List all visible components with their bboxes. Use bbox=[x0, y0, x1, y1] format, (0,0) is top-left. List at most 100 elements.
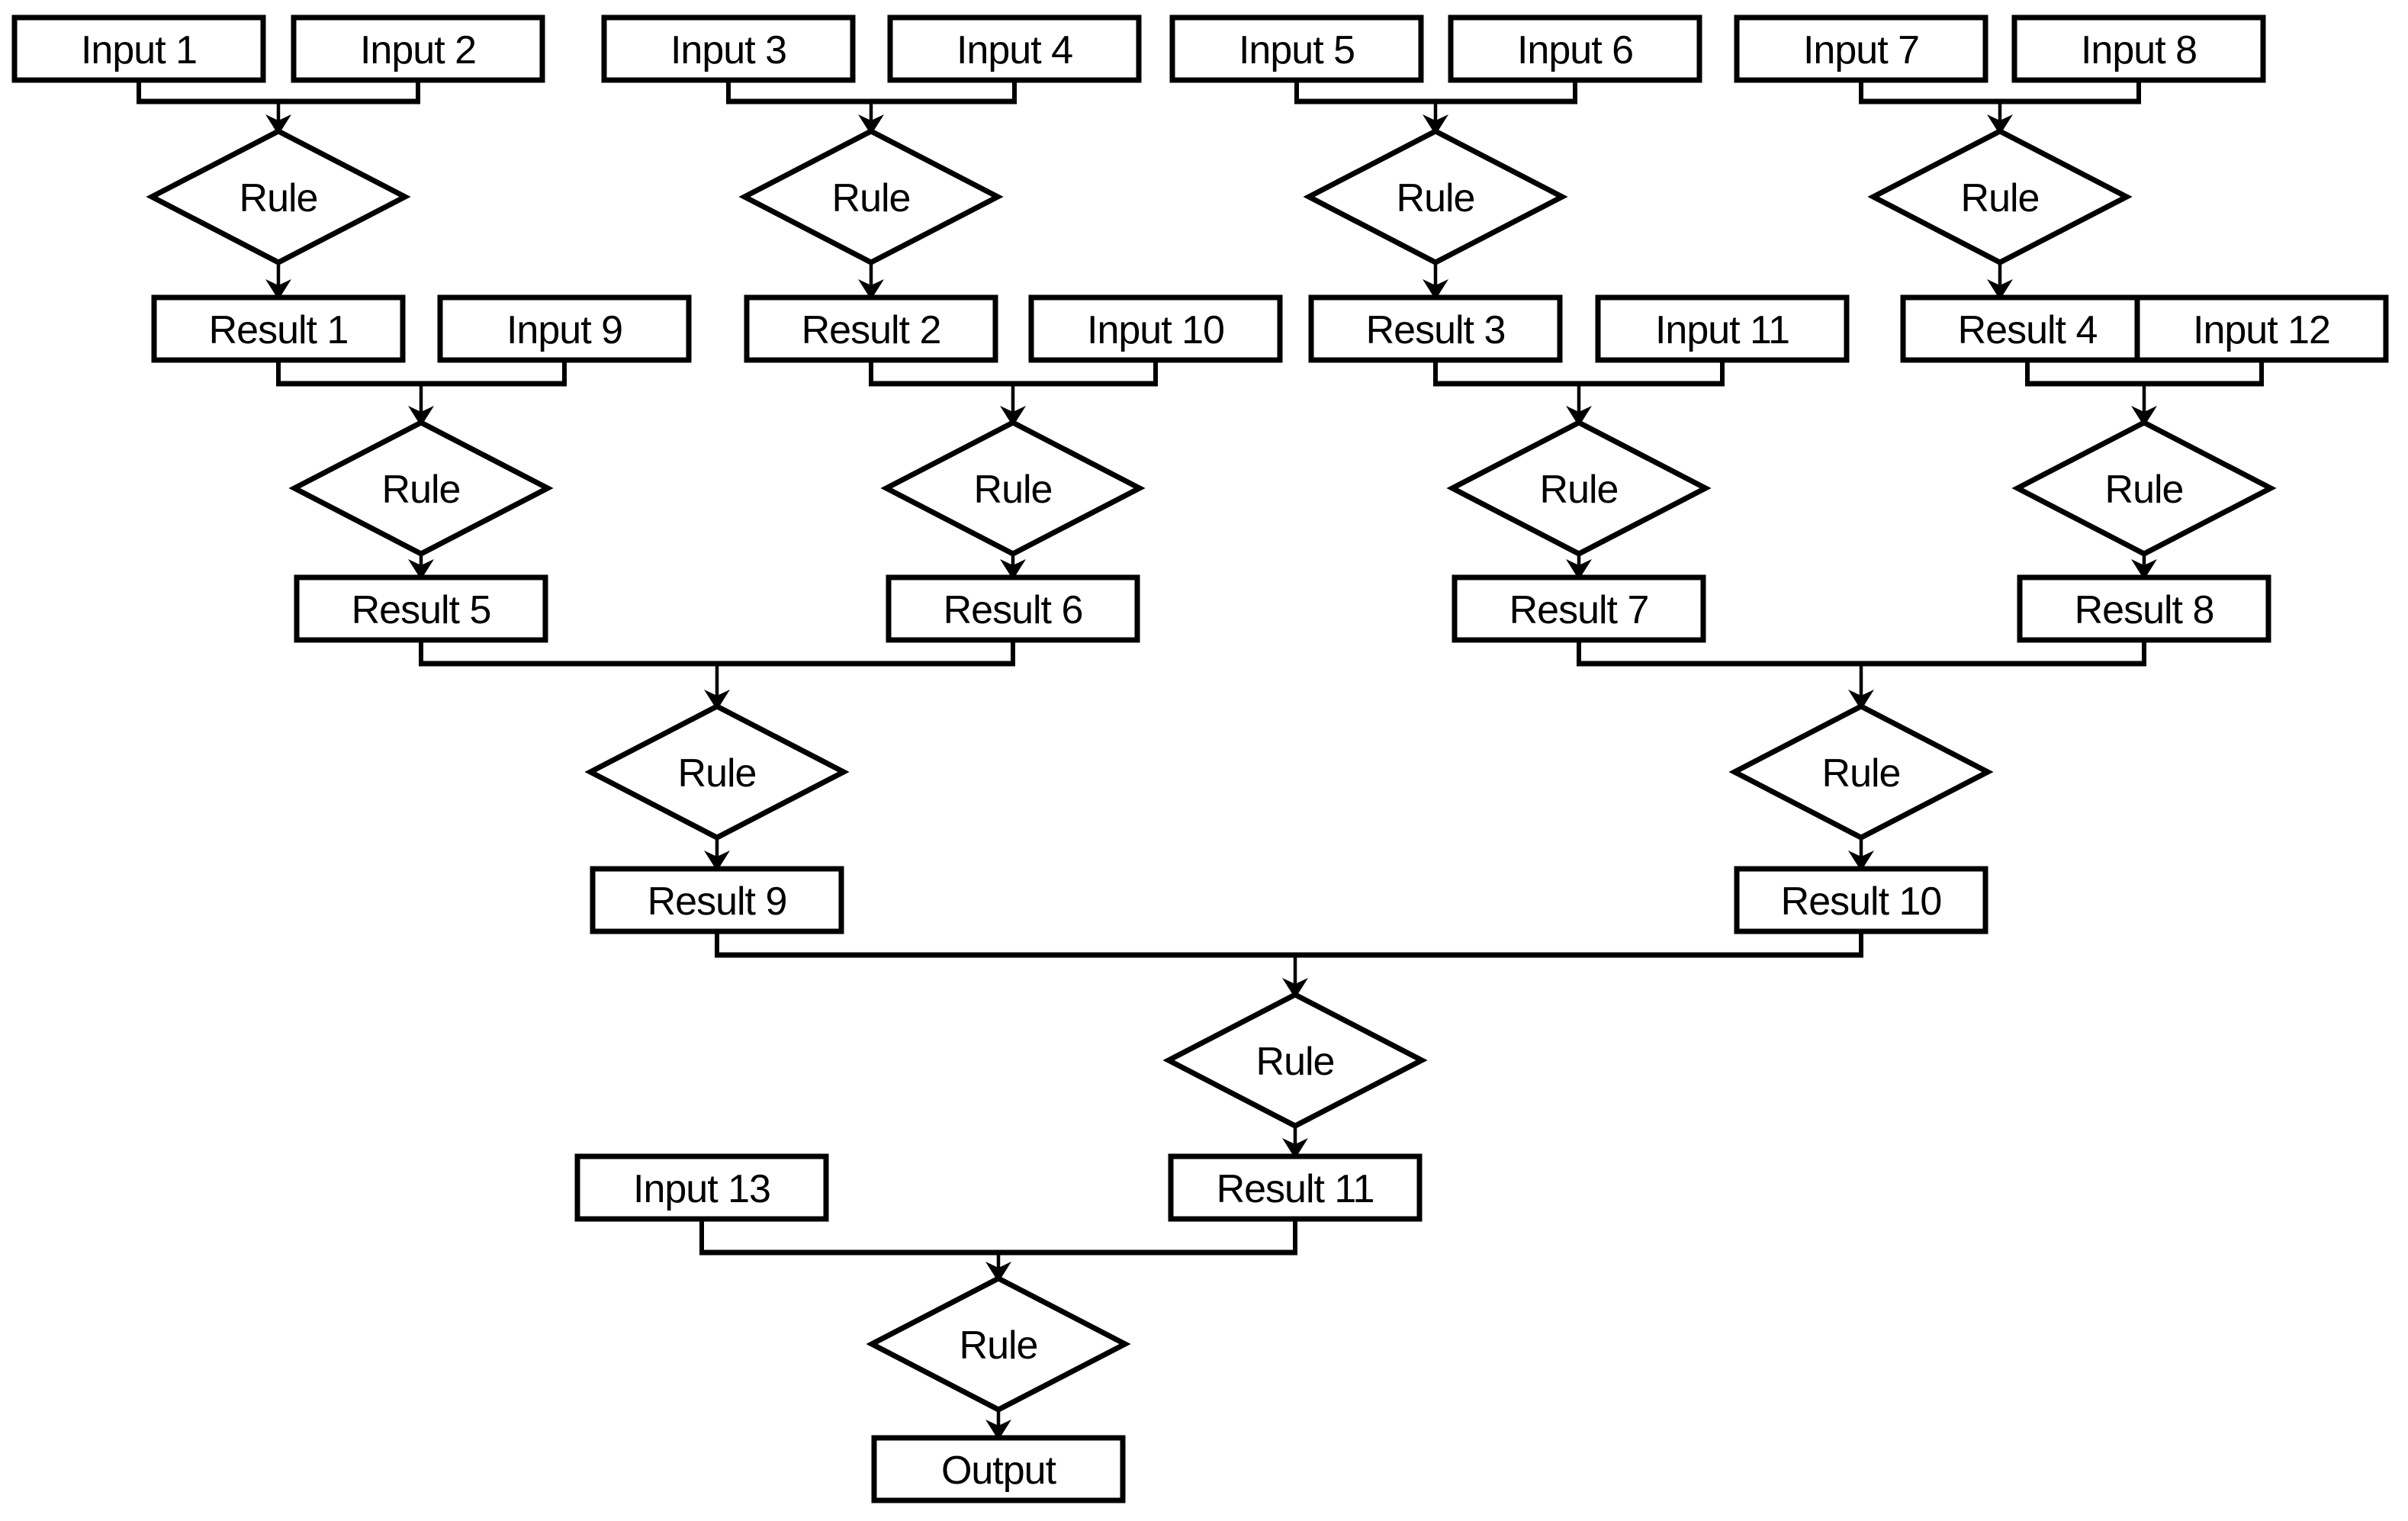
process-box-shape bbox=[1452, 574, 1706, 643]
rule-label: Rule bbox=[974, 468, 1053, 512]
node-label: Result 6 bbox=[944, 588, 1083, 632]
arrow-head bbox=[2131, 406, 2157, 426]
rule-label: Rule bbox=[960, 1323, 1038, 1368]
decision-diamond-shape bbox=[584, 703, 850, 841]
arrow-head bbox=[1566, 559, 1592, 580]
flow-node-result3: Result 3 bbox=[1308, 294, 1563, 363]
flow-node-input11: Input 11 bbox=[1595, 294, 1850, 363]
flow-node-result5: Result 5 bbox=[294, 574, 548, 643]
arrow-head bbox=[2131, 559, 2157, 580]
node-label: Input 11 bbox=[1655, 308, 1789, 352]
process-box-shape bbox=[151, 294, 406, 363]
process-box-shape bbox=[1734, 866, 1988, 934]
node-label: Input 8 bbox=[2081, 28, 2197, 72]
rule-label: Rule bbox=[832, 176, 911, 220]
flow-node-result2: Result 2 bbox=[744, 294, 998, 363]
decision-diamond-shape bbox=[866, 1275, 1131, 1413]
arrow-head bbox=[408, 406, 434, 426]
arrow-head bbox=[985, 1262, 1011, 1282]
node-label: Input 4 bbox=[956, 28, 1072, 72]
process-box-shape bbox=[601, 14, 856, 83]
node-label: Input 7 bbox=[1803, 28, 1919, 72]
process-box-shape bbox=[2017, 574, 2271, 643]
flow-node-input5: Input 5 bbox=[1169, 14, 1424, 83]
process-box-shape bbox=[294, 574, 548, 643]
arrow-head bbox=[1423, 114, 1448, 135]
flow-node-rule-b1: Rule bbox=[288, 420, 554, 557]
node-label: Result 3 bbox=[1366, 308, 1506, 352]
decision-diamond-shape bbox=[1867, 128, 2133, 265]
rule-label: Rule bbox=[1397, 176, 1475, 220]
process-box-shape bbox=[574, 1153, 829, 1222]
rule-label: Rule bbox=[1822, 751, 1901, 796]
arrow-head bbox=[265, 114, 291, 135]
arrow-head bbox=[1282, 1138, 1308, 1159]
arrow-head bbox=[1848, 851, 1874, 871]
decision-diamond-shape bbox=[1446, 420, 1712, 557]
arrow-head bbox=[704, 690, 730, 710]
rule-label: Rule bbox=[1961, 176, 2040, 220]
arrow-head bbox=[1423, 279, 1448, 300]
decision-diamond-shape bbox=[880, 420, 1146, 557]
node-label: Input 6 bbox=[1517, 28, 1633, 72]
process-box-shape bbox=[744, 294, 998, 363]
arrow-head bbox=[265, 279, 291, 300]
flow-node-rule-a1: Rule bbox=[146, 128, 411, 265]
process-box-shape bbox=[437, 294, 692, 363]
flow-node-input2: Input 2 bbox=[291, 14, 545, 83]
flow-node-rule-a4: Rule bbox=[1867, 128, 2133, 265]
flow-node-input4: Input 4 bbox=[887, 14, 1142, 83]
node-label: Result 8 bbox=[2075, 588, 2214, 632]
node-label: Result 9 bbox=[648, 879, 787, 924]
flow-node-result1: Result 1 bbox=[151, 294, 406, 363]
node-label: Result 10 bbox=[1781, 879, 1942, 924]
process-box-shape bbox=[1448, 14, 1702, 83]
arrow-head bbox=[1566, 406, 1592, 426]
flow-node-rule-a2: Rule bbox=[738, 128, 1004, 265]
flow-node-result10: Result 10 bbox=[1734, 866, 1988, 934]
flow-node-rule-b3: Rule bbox=[1446, 420, 1712, 557]
node-label: Input 10 bbox=[1087, 308, 1224, 352]
decision-diamond-shape bbox=[288, 420, 554, 557]
process-box-shape bbox=[1734, 14, 1988, 83]
process-box-shape bbox=[1169, 14, 1424, 83]
arrow-head bbox=[1000, 559, 1026, 580]
node-label: Input 9 bbox=[506, 308, 622, 352]
rule-label: Rule bbox=[240, 176, 318, 220]
flow-node-rule-c2: Rule bbox=[1728, 703, 1994, 841]
flow-node-rule-c1: Rule bbox=[584, 703, 850, 841]
process-box-shape bbox=[1168, 1153, 1423, 1222]
rule-label: Rule bbox=[382, 468, 461, 512]
process-box-shape bbox=[1308, 294, 1563, 363]
process-box-shape bbox=[1900, 294, 2155, 363]
flow-node-input1: Input 1 bbox=[11, 14, 266, 83]
flow-node-result4: Result 4 bbox=[1900, 294, 2155, 363]
flow-node-rule-b2: Rule bbox=[880, 420, 1146, 557]
flow-node-result9: Result 9 bbox=[590, 866, 844, 934]
rule-label: Rule bbox=[1256, 1040, 1335, 1084]
node-label: Output bbox=[941, 1449, 1057, 1493]
decision-diamond-shape bbox=[738, 128, 1004, 265]
flow-node-result8: Result 8 bbox=[2017, 574, 2271, 643]
node-label: Input 1 bbox=[81, 28, 197, 72]
flow-node-input13: Input 13 bbox=[574, 1153, 829, 1222]
node-label: Input 5 bbox=[1239, 28, 1355, 72]
arrow-head bbox=[704, 851, 730, 871]
rule-label: Rule bbox=[678, 751, 757, 796]
process-box-shape bbox=[590, 866, 844, 934]
process-box-shape bbox=[871, 1435, 1126, 1503]
flow-node-rule-b4: Rule bbox=[2011, 420, 2277, 557]
node-label: Input 2 bbox=[360, 28, 476, 72]
arrow-head bbox=[1000, 406, 1026, 426]
arrow-head bbox=[408, 559, 434, 580]
flow-node-input8: Input 8 bbox=[2011, 14, 2266, 83]
node-label: Input 12 bbox=[2193, 308, 2330, 352]
decision-diamond-shape bbox=[1162, 992, 1428, 1129]
rule-label: Rule bbox=[2105, 468, 2184, 512]
process-box-shape bbox=[1028, 294, 1283, 363]
process-box-shape bbox=[11, 14, 266, 83]
decision-diamond-shape bbox=[2011, 420, 2277, 557]
flow-node-input10: Input 10 bbox=[1028, 294, 1283, 363]
